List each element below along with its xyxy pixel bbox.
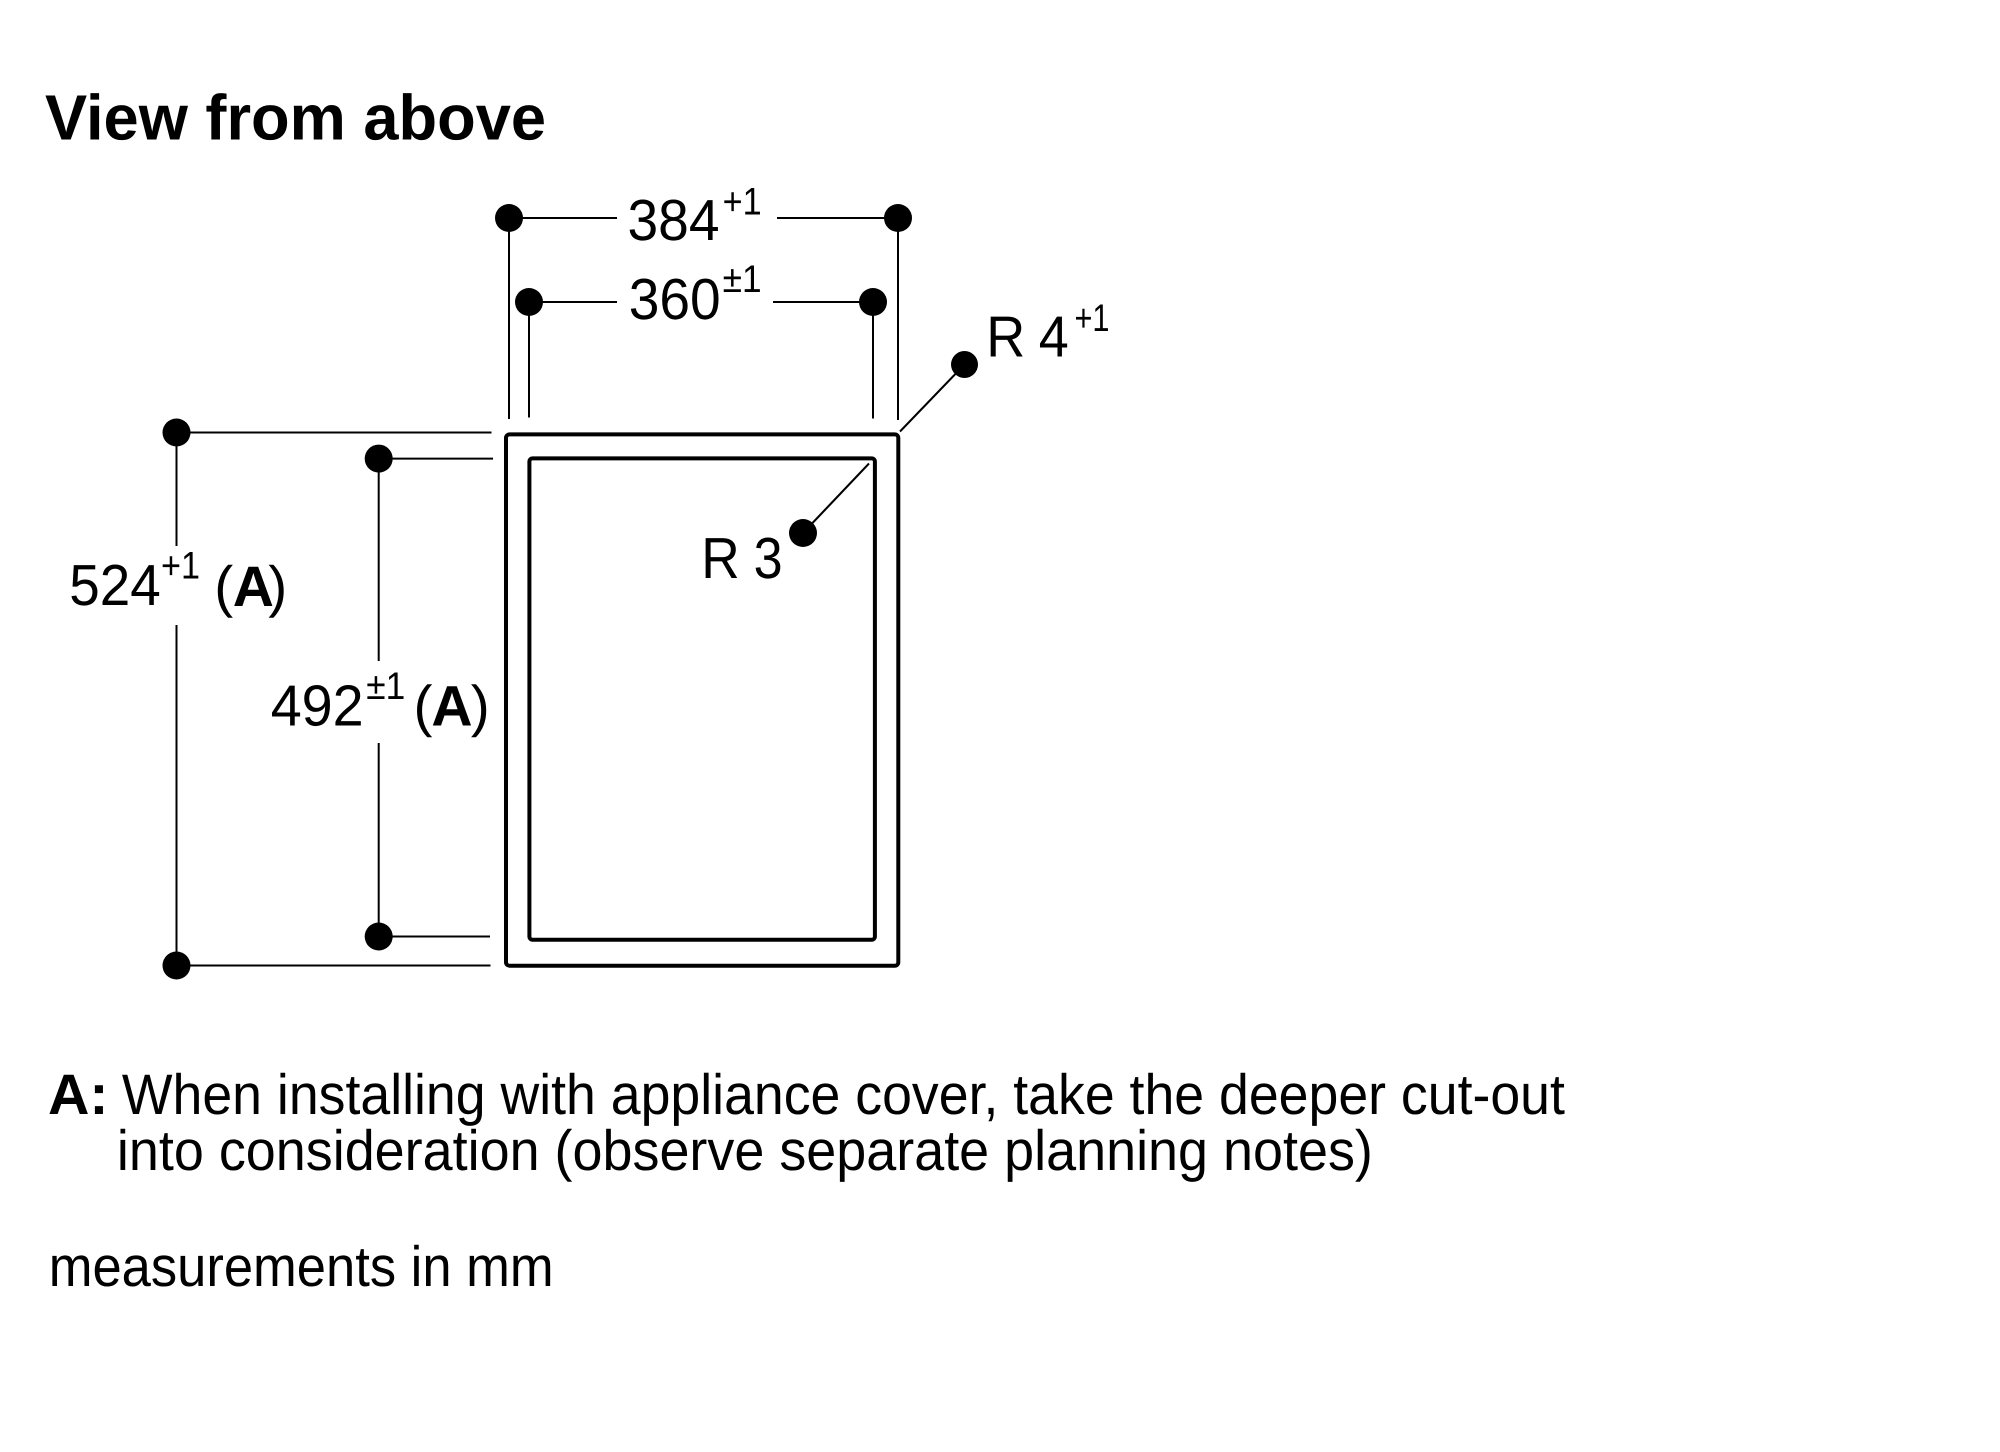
svg-text:(: ( [414, 675, 433, 739]
svg-text:+1: +1 [723, 181, 762, 224]
svg-text:524: 524 [69, 553, 161, 618]
svg-text:+1: +1 [161, 544, 200, 587]
svg-text:A: A [233, 555, 274, 619]
svg-text:+1: +1 [1075, 297, 1110, 340]
svg-text:R: R [986, 304, 1025, 369]
svg-text:A:: A: [48, 1063, 109, 1127]
svg-text:4: 4 [1039, 304, 1069, 369]
svg-text:384: 384 [628, 188, 720, 253]
svg-text:View from above: View from above [45, 82, 546, 154]
svg-text:3: 3 [754, 526, 783, 591]
svg-text:When installing with appliance: When installing with appliance cover, ta… [122, 1063, 1565, 1127]
svg-text:): ) [268, 555, 287, 619]
svg-text:A: A [431, 675, 472, 739]
svg-text:measurements in mm: measurements in mm [49, 1235, 554, 1299]
svg-text:(: ( [214, 555, 233, 619]
svg-text:into consideration (observe se: into consideration (observe separate pla… [117, 1119, 1373, 1183]
svg-text:): ) [471, 675, 490, 739]
svg-text:R: R [701, 526, 740, 591]
svg-text:360: 360 [629, 267, 721, 332]
svg-text:492: 492 [271, 674, 364, 739]
svg-text:±1: ±1 [366, 665, 405, 708]
svg-text:±1: ±1 [723, 258, 762, 301]
